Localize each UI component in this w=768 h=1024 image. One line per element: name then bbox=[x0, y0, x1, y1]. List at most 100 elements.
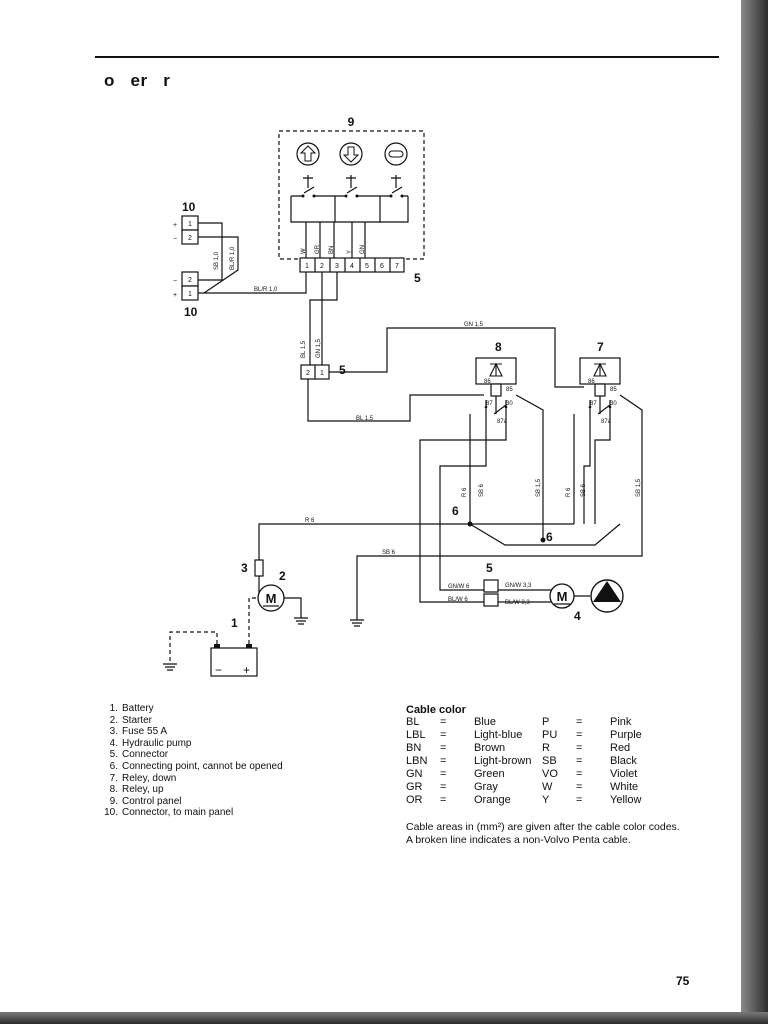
battery-minus: − bbox=[215, 663, 222, 677]
cable-color-title: Cable color bbox=[406, 704, 466, 716]
pin-label: 2 bbox=[320, 263, 324, 270]
label-starter: 2 bbox=[279, 569, 286, 583]
wire-label: BL/R 1,0 bbox=[230, 246, 236, 270]
wire-label: SB 1,0 bbox=[214, 251, 220, 270]
wire-label: SB 1,5 bbox=[536, 478, 542, 497]
label-pump: 4 bbox=[574, 609, 581, 623]
wire-label: SB 6 bbox=[479, 483, 485, 497]
pin-label: 1 bbox=[320, 370, 324, 377]
legend-item: 1.Battery bbox=[109, 703, 154, 714]
connector-main-top bbox=[181, 215, 199, 245]
wire-label: SB 6 bbox=[382, 550, 396, 556]
legend-item: 5.Connector bbox=[109, 749, 169, 761]
wire-label: BL/R 1,0 bbox=[254, 287, 278, 293]
pin-label: 6 bbox=[380, 263, 384, 270]
relay-wiring bbox=[356, 394, 643, 620]
wire-label: GN bbox=[360, 245, 366, 254]
fuse-icon bbox=[254, 559, 264, 577]
legend-item: 8.Reley, up bbox=[109, 784, 164, 796]
relay-terminal: 86 bbox=[588, 379, 595, 385]
label-control-panel: 9 bbox=[348, 115, 355, 129]
label-connector-main-bottom: 10 bbox=[184, 305, 198, 319]
pin-label: 2 bbox=[188, 277, 192, 284]
component-legend: 1.Battery 2.Starter 3.Fuse 55 A 4.Hydrau… bbox=[96, 703, 283, 819]
pin-label: 1 bbox=[188, 221, 192, 228]
legend-item: 10.Connector, to main panel bbox=[104, 807, 234, 819]
manual-page bbox=[0, 0, 741, 1012]
relay-terminal: 30 bbox=[610, 401, 617, 407]
terminal-plus: + bbox=[173, 292, 177, 299]
pin-label: 5 bbox=[365, 263, 369, 270]
legend-item: 4.Hydraulic pump bbox=[109, 737, 192, 749]
connector-7pin bbox=[299, 257, 405, 273]
terminal-minus: − bbox=[173, 236, 177, 243]
diode-icon bbox=[593, 362, 607, 377]
legend-item: 9.Control panel bbox=[109, 795, 182, 807]
note-cable-area: Cable areas in (mm²) are given after the… bbox=[406, 821, 680, 833]
wire-label: R 6 bbox=[566, 487, 572, 497]
wire-r6 bbox=[258, 523, 470, 560]
pin-label: 1 bbox=[188, 291, 192, 298]
connector-main-bottom bbox=[181, 271, 199, 301]
wire-label: BL/W 6 bbox=[448, 597, 468, 603]
wire-label: BL/W 3,3 bbox=[505, 600, 530, 606]
wire-label: SB 1,5 bbox=[636, 478, 642, 497]
cable-notes: Cable areas in (mm²) are given after the… bbox=[406, 821, 680, 847]
ground-icon bbox=[294, 617, 308, 625]
legend-item: 6.Connecting point, cannot be opened bbox=[109, 760, 283, 772]
wire-label: BN bbox=[329, 246, 335, 254]
page-shadow-bottom bbox=[0, 1012, 768, 1024]
battery-plus: + bbox=[243, 663, 250, 677]
page-heading: o er r bbox=[104, 71, 171, 90]
label-connector-main-top: 10 bbox=[182, 200, 196, 214]
pump-motor-label: M bbox=[557, 589, 568, 604]
relay-terminal: 85 bbox=[610, 387, 617, 393]
legend-item: 2.Starter bbox=[109, 714, 153, 726]
relay-down bbox=[475, 357, 517, 415]
wire-label: GN 1,5 bbox=[464, 322, 484, 328]
note-broken-line: A broken line indicates a non-Volvo Pent… bbox=[406, 834, 631, 846]
terminal-minus: − bbox=[173, 278, 177, 285]
legend-item: 3.Fuse 55 A bbox=[109, 726, 168, 738]
relay-terminal: 86 bbox=[484, 379, 491, 385]
pin-label: 1 bbox=[305, 263, 309, 270]
wire-label: Y bbox=[347, 250, 353, 254]
label-relay-down: 8 bbox=[495, 340, 502, 354]
page-number: 75 bbox=[676, 974, 690, 988]
page-shadow-right bbox=[741, 0, 768, 1024]
wire-label: R 6 bbox=[462, 487, 468, 497]
label-connecting-point-right: 6 bbox=[546, 530, 553, 544]
pin-label: 7 bbox=[395, 263, 399, 270]
pin-label: 3 bbox=[335, 263, 339, 270]
terminal-plus: + bbox=[173, 222, 177, 229]
label-relay-up: 7 bbox=[597, 340, 604, 354]
label-fuse: 3 bbox=[241, 561, 248, 575]
relay-terminal: 87 bbox=[486, 401, 493, 407]
label-connector-panel: 5 bbox=[414, 271, 421, 285]
wire-label: W bbox=[301, 248, 307, 254]
wire-label: R 6 bbox=[305, 518, 315, 524]
pin-label: 4 bbox=[350, 263, 354, 270]
pin-label: 2 bbox=[188, 235, 192, 242]
relay-terminal: 87a bbox=[601, 419, 612, 425]
relay-up bbox=[579, 357, 621, 415]
ground-icon bbox=[163, 663, 177, 671]
label-battery: 1 bbox=[231, 616, 238, 630]
label-connector-pump: 5 bbox=[486, 561, 493, 575]
wire-label: GR bbox=[315, 244, 321, 254]
wire-label: GN/W 3,3 bbox=[505, 583, 532, 589]
minus-circle-icon bbox=[384, 142, 408, 166]
panel-switches bbox=[290, 175, 409, 258]
pump-icon bbox=[590, 579, 624, 613]
arrow-down-icon bbox=[339, 142, 363, 166]
starter-motor-label: M bbox=[266, 591, 277, 606]
relay-terminal: 87a bbox=[497, 419, 508, 425]
pin-label: 2 bbox=[306, 370, 310, 377]
